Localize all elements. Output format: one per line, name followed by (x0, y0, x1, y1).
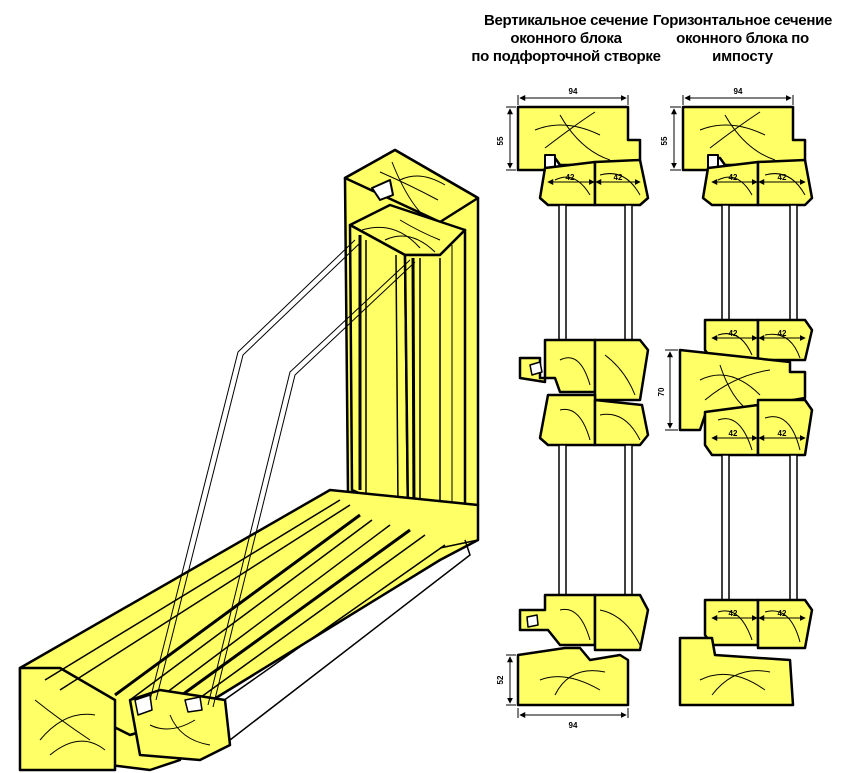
dim-h-sash-mid2-right: 42 (778, 429, 787, 438)
v-top-sash-left (538, 160, 597, 207)
caption-vertical-line-3: по подфорточной створке (471, 48, 661, 65)
dim-v-sash-right: 42 (614, 173, 623, 182)
sill-front-block (18, 666, 117, 772)
h-bottom-sash-left (703, 598, 760, 647)
dim-h-sash-bottom-right: 42 (778, 609, 787, 618)
sill-sash-profile (128, 688, 232, 762)
dim-v-bottom-width: 94 (569, 721, 578, 730)
dim-h-sash-mid2-left: 42 (729, 429, 738, 438)
dim-h-sash-mid1-right: 42 (778, 329, 787, 338)
dim-h-sash-bottom-left: 42 (729, 609, 738, 618)
vertical-section (516, 105, 650, 707)
v-mid-sash-lower-left (538, 393, 597, 447)
dim-h-impost-height: 70 (657, 387, 666, 396)
caption-vertical-line-2: оконного блока (510, 30, 622, 47)
v-mid-sash-lower-right (593, 398, 650, 447)
h-bottom-sash-right (756, 598, 814, 650)
dim-v-top-width: 94 (569, 87, 578, 96)
horizontal-section-dim-labels: 94 55 42 42 42 42 70 42 42 42 42 (657, 87, 787, 618)
glass-panes (149, 239, 416, 708)
dim-h-top-width: 94 (734, 87, 743, 96)
caption-vertical-line-1: Вертикальное сечение (483, 12, 649, 29)
dim-v-top-height: 55 (496, 136, 505, 145)
vertical-section-dim-labels: 94 55 42 42 52 94 (496, 87, 623, 730)
caption-vertical-section: Вертикальное сечение оконного блока по п… (455, 12, 677, 66)
h-mid-sash-lower-left (703, 403, 760, 457)
caption-horizontal-line-2: оконного блока по (676, 30, 809, 47)
dim-h-top-height: 55 (660, 136, 669, 145)
horizontal-section (678, 105, 814, 707)
dim-h-sash-top-right: 42 (778, 173, 787, 182)
h-bottom-frame (678, 636, 795, 707)
v-bottom-sash-right (593, 593, 650, 652)
dim-v-bottom-height: 52 (496, 675, 505, 684)
h-top-sash-left (701, 160, 760, 207)
dim-h-sash-mid1-left: 42 (729, 329, 738, 338)
caption-horizontal-line-1: Горизонтальное сечение (652, 12, 833, 29)
v-bottom-frame (516, 646, 630, 707)
vertical-section-dims (506, 95, 641, 718)
horizontal-section-dims (665, 95, 806, 621)
dim-v-sash-left: 42 (566, 173, 575, 182)
caption-horizontal-section: Горизонтальное сечение оконного блока по… (650, 12, 835, 66)
caption-horizontal-line-3: импосту (712, 48, 773, 65)
v-mid-sash-upper-right (593, 338, 650, 402)
window-corner-3d (18, 148, 480, 772)
h-mid-sash-upper-right (756, 318, 814, 362)
dim-h-sash-top-left: 42 (729, 173, 738, 182)
h-mid-sash-lower-right (756, 398, 814, 457)
